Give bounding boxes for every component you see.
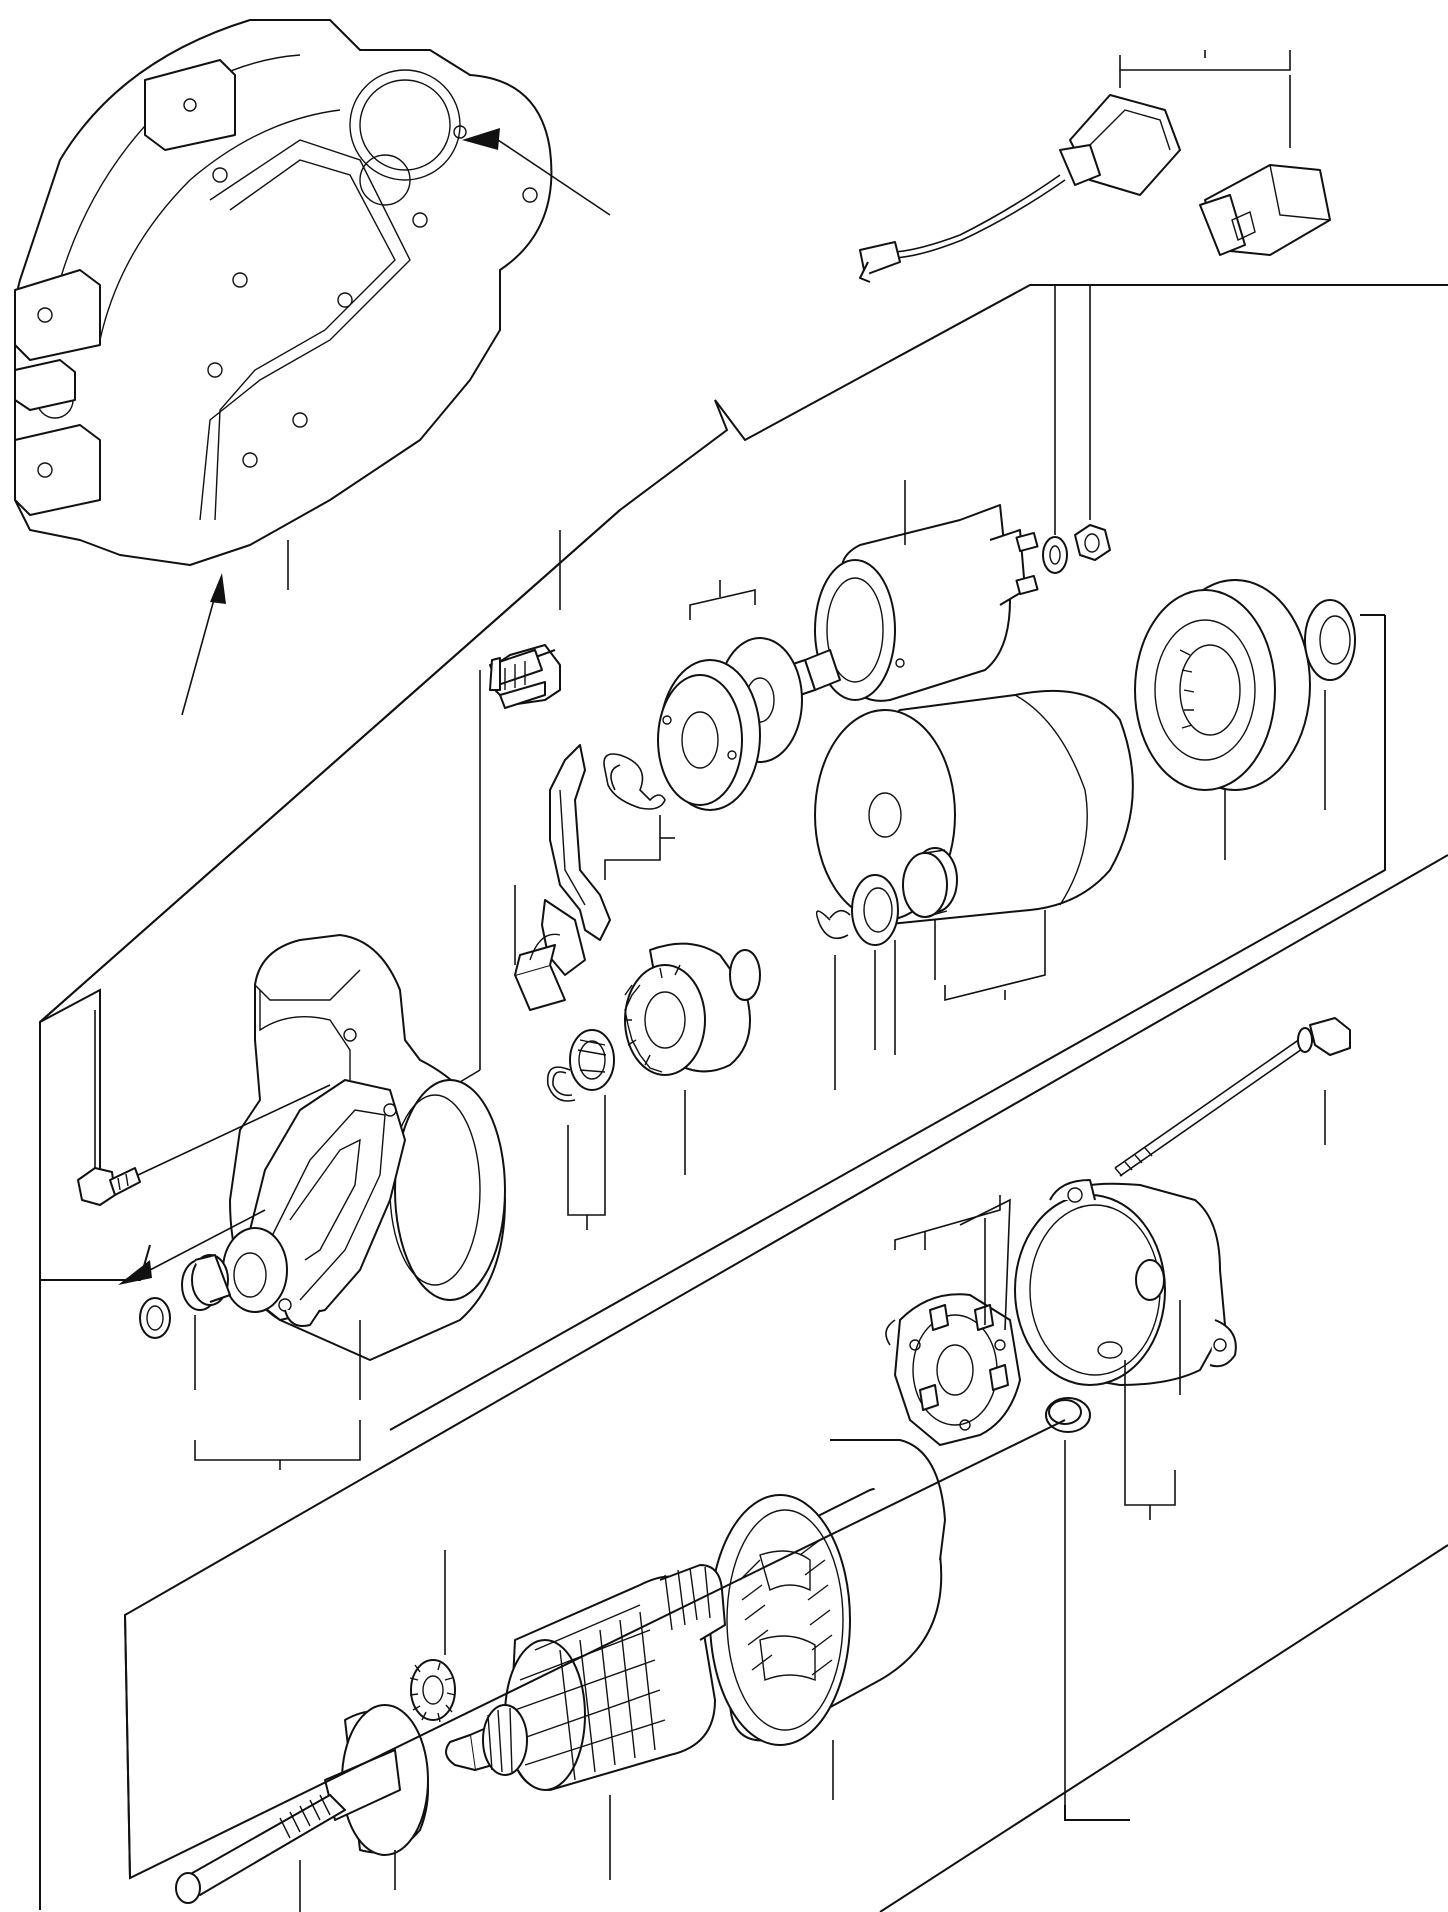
pinion-gear xyxy=(624,942,761,1175)
front-bracket xyxy=(222,934,506,1400)
solenoid-switch xyxy=(789,480,1039,702)
spacer-plates xyxy=(657,580,803,811)
brush-holder xyxy=(885,1195,1021,1446)
wire-harness-connector xyxy=(859,50,1291,283)
rear-bushing xyxy=(1064,1805,1130,1821)
connector-plug xyxy=(1199,164,1331,256)
brush xyxy=(514,885,566,1011)
bushing xyxy=(181,1254,231,1390)
needle-bearing xyxy=(569,1029,615,1091)
lever-spring xyxy=(603,753,675,880)
reference-arrow-icon xyxy=(181,573,226,716)
armature-group-frame xyxy=(123,854,1448,1880)
mounting-bolt-lower xyxy=(77,1010,331,1206)
snap-ring xyxy=(546,1066,606,1230)
shift-lever xyxy=(541,744,611,976)
flywheel-housing xyxy=(14,19,611,566)
collar xyxy=(902,847,958,980)
planet-gear xyxy=(409,1550,456,1723)
end-frame-bushing xyxy=(1045,1397,1091,1805)
bracket-group-leader xyxy=(194,1420,361,1461)
nut xyxy=(1074,285,1111,561)
assembly-boundary xyxy=(39,284,1448,1910)
planetary-gear-housing xyxy=(814,689,1134,1002)
dust-cover xyxy=(139,1297,171,1339)
yoke-field-coil xyxy=(709,1439,946,1800)
retaining-ring xyxy=(815,909,851,1090)
internal-gear xyxy=(1134,579,1311,860)
lock-washer xyxy=(1042,285,1068,574)
through-bolt xyxy=(1114,1017,1351,1177)
direction-arrow-icon xyxy=(118,1209,266,1285)
armature xyxy=(445,1564,726,1880)
rear-cover xyxy=(1014,1179,1237,1520)
thrust-washer xyxy=(851,874,899,1050)
mounting-bolt xyxy=(489,530,561,709)
washer xyxy=(1304,599,1356,810)
lower-assembly-frame xyxy=(389,614,1448,1912)
output-shaft xyxy=(175,1704,429,1912)
